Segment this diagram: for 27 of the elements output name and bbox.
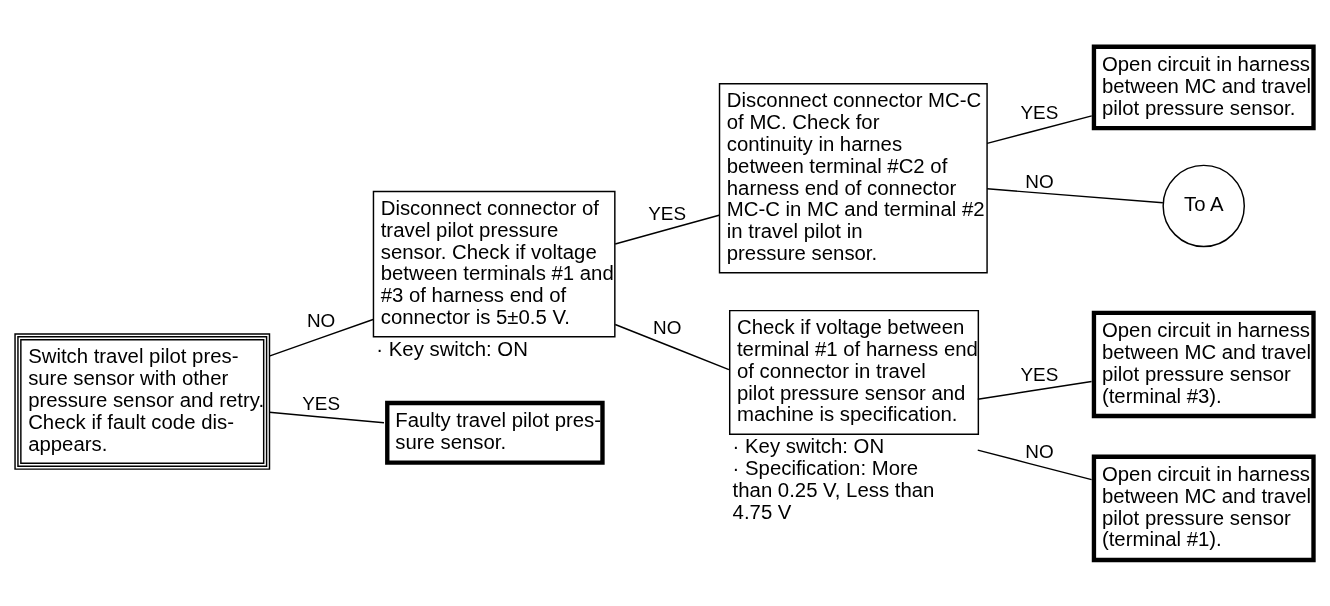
connector [614, 323, 730, 371]
edge-label: NO [1025, 170, 1054, 192]
connector [614, 214, 720, 245]
node-label: · Specification: More than 0.25 V, Less than 4.75 V [732, 457, 935, 523]
node-box: Disconnect connector of travel pilot pressure sensor. Check if voltage between terminals #1 and #3 of harness end of connector is 5±0.5 V. [372, 190, 616, 338]
edge-label: YES [1020, 364, 1059, 386]
node-box: Open circuit in harness between MC and travel pilot pressure sensor. [1091, 44, 1316, 131]
edge-label: NO [306, 310, 336, 332]
connector [977, 380, 1093, 400]
connector [977, 449, 1093, 481]
node-box: Check if voltage between terminal #1 of harness end of connector in travel pilot pressure sensor and machine is specification. [729, 309, 980, 435]
connector [986, 188, 1164, 204]
node-box: Open circuit in harness between MC and travel pilot pressure sensor (terminal #1). [1091, 454, 1316, 563]
connector [986, 115, 1093, 145]
edge-label: NO [653, 317, 682, 339]
node-label: · Key switch: ON [732, 435, 885, 458]
edge-label: YES [648, 202, 687, 224]
node-box: Open circuit in harness between MC and travel pilot pressure sensor (terminal #3). [1091, 310, 1316, 419]
edge-label: NO [1025, 441, 1054, 463]
node-circle: To A [1162, 164, 1245, 248]
connector [268, 318, 374, 357]
node-box: Disconnect connector MC-C of MC. Check for continuity in harnes between terminal #C2 of harness end of connector MC-C in MC and terminal #2 in travel pilot in pressure sensor. [718, 83, 988, 274]
connector [268, 411, 385, 424]
node-box: Faulty travel pilot pres- sure sensor. [385, 400, 605, 465]
edge-label: YES [302, 393, 341, 415]
node-label: · Key switch: ON [376, 338, 528, 360]
edge-label: YES [1020, 102, 1059, 124]
